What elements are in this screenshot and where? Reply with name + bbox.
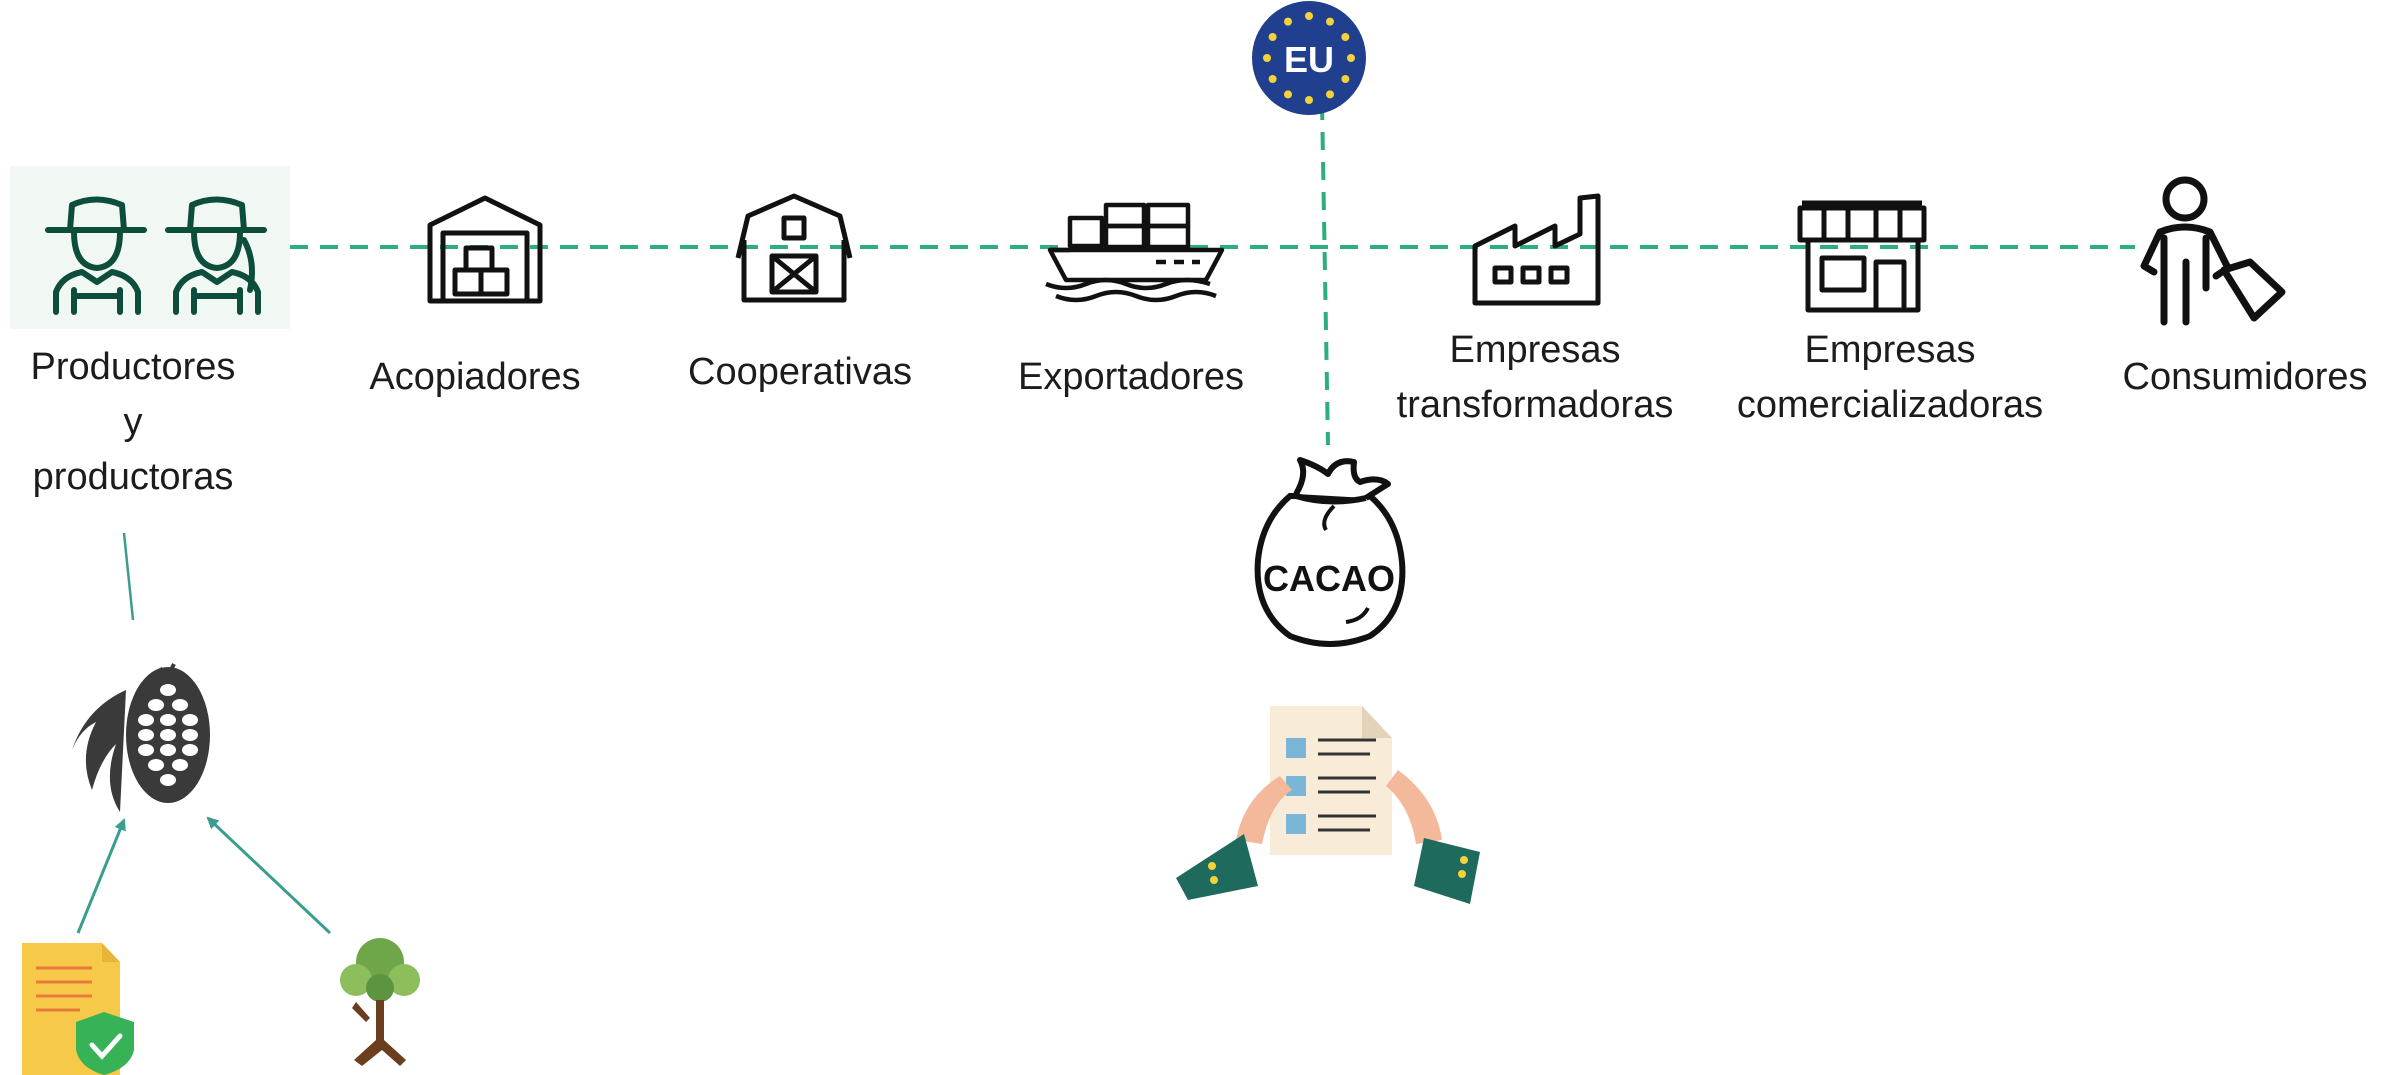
actor-label-productores: Productores y productoras: [30, 346, 236, 498]
actor-label-exportadores: Exportadores: [1017, 356, 1244, 398]
tree-icon: [340, 938, 420, 1066]
eu-star-icon: [1341, 33, 1350, 41]
cacao-seed-icon: [138, 714, 154, 726]
eu-label: EU: [1284, 39, 1334, 80]
actor-label-comercializadoras: Empresas comercializadoras: [1736, 329, 2044, 426]
eu-star-icon: [1341, 75, 1350, 83]
cacao-seed-icon: [182, 714, 198, 726]
barn-icon: [735, 193, 853, 303]
eu-flag-icon: EU: [1252, 1, 1366, 115]
cacao-seed-icon: [160, 774, 176, 786]
cacao-seed-icon: [160, 684, 176, 696]
eu-connector-line: [1320, 101, 1330, 446]
cacao-seed-icon: [182, 744, 198, 756]
actor-label-consumidores: Consumidores: [2122, 356, 2368, 398]
eu-star-icon: [1326, 90, 1334, 99]
actor-label-acopiadores: Acopiadores: [369, 356, 581, 398]
factory-icon: [1472, 193, 1601, 306]
cacao-seed-icon: [160, 729, 176, 741]
cacao-seed-icon: [138, 729, 154, 741]
eu-star-icon: [1305, 12, 1313, 20]
cacao-seed-icon: [148, 699, 164, 711]
eu-star-icon: [1284, 17, 1292, 26]
cacao-seed-icon: [160, 714, 176, 726]
eu-star-icon: [1268, 33, 1277, 41]
eu-star-icon: [1326, 17, 1334, 26]
actor-label-transformadoras: Empresas transformadoras: [1396, 329, 1674, 426]
eu-star-icon: [1347, 54, 1355, 62]
eu-star-icon: [1268, 75, 1277, 83]
tree-to-pod-arrow: [206, 816, 332, 935]
cacao-seed-icon: [138, 744, 154, 756]
producer-pod-line: [122, 532, 135, 621]
certified-document-icon: [22, 943, 134, 1075]
consumer-shopping-icon: [2140, 176, 2286, 326]
cacao-seed-icon: [172, 759, 188, 771]
eu-star-icon: [1284, 90, 1292, 99]
cargo-ship-icon: [1045, 202, 1225, 303]
cacao-seed-icon: [172, 699, 188, 711]
warehouse-icon: [427, 195, 543, 304]
actor-label-cooperativas: Cooperativas: [688, 351, 912, 393]
farmers-icon: [10, 166, 290, 329]
cacao-sack-icon: CACAO: [1254, 457, 1406, 647]
cacao-sack-label: CACAO: [1263, 558, 1395, 599]
cacao-seed-icon: [148, 759, 164, 771]
contract-handover-icon: [1176, 706, 1480, 904]
document-to-pod-arrow: [76, 818, 126, 934]
cacao-pod-icon: [72, 663, 210, 812]
cacao-seed-icon: [182, 729, 198, 741]
storefront-icon: [1797, 200, 1927, 313]
eu-star-icon: [1263, 54, 1271, 62]
cacao-seed-icon: [160, 744, 176, 756]
eu-star-icon: [1305, 96, 1313, 104]
